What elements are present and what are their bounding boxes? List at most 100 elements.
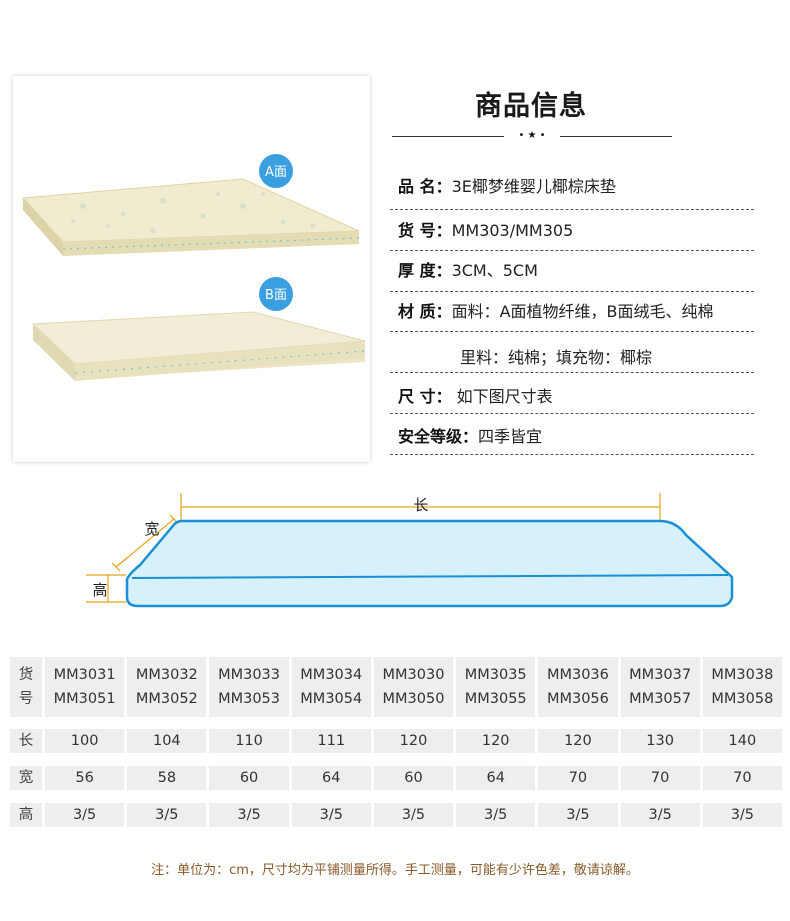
cell-value: MM3035 <box>464 667 527 683</box>
badge-b <box>259 277 293 311</box>
cell-value: MM3056 <box>546 691 609 707</box>
cell-value: 70 <box>650 770 670 786</box>
cell-value: MM3052 <box>135 691 198 707</box>
badge-a <box>259 154 293 188</box>
mattress-a-side <box>21 178 360 256</box>
row-header-length: 长 <box>10 729 42 753</box>
mattress-illustration: A面 B面 <box>21 154 366 381</box>
height-label: 高 <box>92 581 107 599</box>
table-cell: 140 <box>702 729 782 753</box>
width-label: 宽 <box>144 520 159 538</box>
row-divider <box>390 331 754 332</box>
label-b: B面 <box>265 288 287 303</box>
table-cell: 3/5 <box>538 803 618 827</box>
cell-value: 3/5 <box>566 807 590 823</box>
cell-value: 3/5 <box>484 807 508 823</box>
cell-value: 64 <box>486 770 505 786</box>
table-cell: 120 <box>373 729 454 753</box>
table-cell: 100 <box>45 729 125 753</box>
cell-value: 3/5 <box>648 807 672 823</box>
cell-value: 3/5 <box>72 807 97 823</box>
table-cell: 120 <box>456 729 536 753</box>
cell-value: 110 <box>235 733 263 749</box>
table-cell: 3/5 <box>45 803 125 827</box>
cell-value: MM3031 <box>53 667 116 683</box>
row-divider <box>390 413 754 414</box>
row-divider <box>390 454 754 455</box>
cell-value: 3/5 <box>730 807 755 823</box>
cell-value: 70 <box>733 770 752 786</box>
cell-value: MM3032 <box>135 667 198 683</box>
info-title: 商品信息 <box>475 91 587 122</box>
table-cell: 56 <box>45 766 125 790</box>
label-a: A面 <box>265 165 287 180</box>
table-cell: 111 <box>291 729 371 753</box>
info-row-lining: 里料：纯棉；填充物：椰棕 <box>460 348 653 367</box>
title-divider: • ★ • <box>392 129 672 143</box>
table-cell: 60 <box>373 766 454 790</box>
cell-value: 3/5 <box>319 807 343 823</box>
cell-value: 70 <box>568 770 588 786</box>
cell-value: MM3057 <box>629 691 692 707</box>
table-cell: 3/5 <box>127 803 207 827</box>
cell-value: 100 <box>70 733 99 749</box>
cell-value: MM3034 <box>300 667 363 683</box>
table-cell: 110 <box>209 729 289 753</box>
table-cell: 3/5 <box>373 803 454 827</box>
table-cell: 120 <box>538 729 618 753</box>
cell-value: 120 <box>399 733 428 749</box>
table-cell: 130 <box>620 729 700 753</box>
table-cell: 70 <box>620 766 700 790</box>
info-row-thickness: 厚 度：3CM、5CM <box>398 261 538 280</box>
info-row-name: 品 名：3E椰梦维婴儿椰棕床垫 <box>398 177 616 196</box>
cell-value: MM3036 <box>546 667 609 683</box>
cell-value: 60 <box>404 770 423 786</box>
cell-value: MM3058 <box>711 691 774 707</box>
mattress-shape <box>125 519 734 608</box>
table-cell: 3/5 <box>620 803 700 827</box>
table-cell: 64 <box>456 766 536 790</box>
table-cell: 3/5 <box>456 803 536 827</box>
row-divider <box>390 291 754 292</box>
table-cell: 70 <box>538 766 618 790</box>
cell-value: 56 <box>75 770 94 786</box>
row-header-height: 高 <box>10 803 42 827</box>
table-cell: 70 <box>702 766 782 790</box>
cell-value: 64 <box>322 770 341 786</box>
table-cell: 58 <box>127 766 207 790</box>
cell-value: 120 <box>564 733 592 749</box>
footnote: 注：单位为：cm，尺寸均为平铺测量所得。手工测量，可能有少许色差，敬请谅解。 <box>151 863 639 878</box>
table-cell: 3/5 <box>209 803 289 827</box>
cell-value: MM3055 <box>464 691 527 707</box>
cell-value: MM3054 <box>300 691 363 707</box>
info-row-sku: 货 号：MM303/MM305 <box>398 221 574 240</box>
cell-value: 3/5 <box>237 807 261 823</box>
divider-star-icon: • ★ • <box>518 130 546 141</box>
cell-value: MM3037 <box>629 667 692 683</box>
info-row-material: 材 质：面料：A面植物纤维，B面绒毛、纯棉 <box>398 302 714 321</box>
dimension-diagram: 长 宽 高 <box>86 493 734 608</box>
cell-value: 140 <box>728 733 757 749</box>
cell-value: MM3050 <box>382 691 445 707</box>
row-divider <box>390 372 754 373</box>
table-row-height: 高 3/5 3/5 3/5 3/5 3/5 3/5 3/5 3/5 3/5 <box>10 803 782 827</box>
mattress-b-side <box>31 311 366 381</box>
table-cell: 3/5 <box>702 803 782 827</box>
cell-value: MM3051 <box>53 691 116 707</box>
cell-value: 120 <box>481 733 510 749</box>
cell-value: MM3053 <box>218 691 281 707</box>
row-header-width: 宽 <box>10 766 42 790</box>
cell-value: MM3033 <box>218 667 281 683</box>
product-image-card: A面 B面 <box>13 76 370 462</box>
